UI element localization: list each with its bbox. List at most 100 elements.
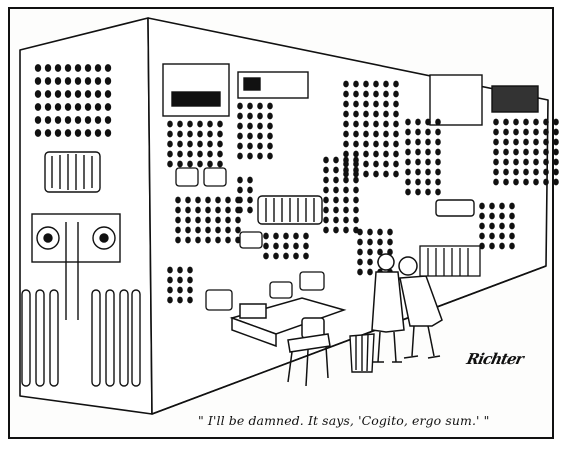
knob — [44, 77, 52, 85]
knob — [54, 90, 62, 98]
waste-basket — [349, 333, 375, 373]
knob — [415, 178, 421, 186]
knob — [367, 258, 373, 266]
knob — [74, 116, 82, 124]
knob — [185, 226, 191, 234]
knob — [84, 116, 92, 124]
knob — [104, 116, 112, 124]
knob — [247, 186, 253, 194]
left-handles — [21, 289, 141, 387]
knob — [435, 128, 441, 136]
knob — [64, 90, 72, 98]
knob — [435, 168, 441, 176]
knob — [215, 226, 221, 234]
knob — [393, 120, 399, 128]
knob — [167, 286, 173, 294]
knob — [343, 90, 349, 98]
knob — [353, 206, 359, 214]
knob — [415, 188, 421, 196]
knob — [217, 140, 223, 148]
knob — [247, 102, 253, 110]
knob — [357, 238, 363, 246]
knob — [237, 142, 243, 150]
knob — [343, 186, 349, 194]
left-reel-panel — [31, 213, 121, 320]
knob — [503, 148, 509, 156]
knob — [415, 148, 421, 156]
knob — [333, 186, 339, 194]
knob — [323, 186, 329, 194]
knob — [54, 64, 62, 72]
knob — [363, 160, 369, 168]
knob — [383, 140, 389, 148]
knob — [54, 103, 62, 111]
knob — [553, 118, 559, 126]
knob — [273, 252, 279, 260]
knob — [357, 258, 363, 266]
knob — [74, 90, 82, 98]
knob — [553, 148, 559, 156]
knob — [425, 188, 431, 196]
knob — [503, 138, 509, 146]
knob — [263, 242, 269, 250]
knob — [353, 216, 359, 224]
hanging-handle — [35, 289, 45, 387]
knob — [323, 166, 329, 174]
knob — [237, 132, 243, 140]
knob — [74, 129, 82, 137]
knob — [177, 276, 183, 284]
knob — [187, 120, 193, 128]
knob — [44, 116, 52, 124]
hanging-handle — [21, 289, 31, 387]
knob — [333, 216, 339, 224]
knob — [167, 266, 173, 274]
knob — [543, 178, 549, 186]
knob — [207, 160, 213, 168]
knob — [177, 286, 183, 294]
knob — [377, 248, 383, 256]
knob — [363, 130, 369, 138]
knob — [215, 236, 221, 244]
knob — [425, 128, 431, 136]
knob — [493, 128, 499, 136]
knob — [425, 178, 431, 186]
knob — [207, 140, 213, 148]
knob — [205, 206, 211, 214]
knob — [217, 130, 223, 138]
knob — [185, 216, 191, 224]
knob — [543, 128, 549, 136]
knob — [323, 206, 329, 214]
knob — [217, 120, 223, 128]
knob — [247, 176, 253, 184]
knob — [405, 158, 411, 166]
knob — [293, 252, 299, 260]
knob — [175, 236, 181, 244]
knob — [493, 158, 499, 166]
knob — [353, 196, 359, 204]
knob — [167, 296, 173, 304]
knob — [177, 130, 183, 138]
knob — [533, 158, 539, 166]
knob — [267, 102, 273, 110]
knob — [425, 138, 431, 146]
knob — [323, 216, 329, 224]
knob — [104, 103, 112, 111]
knob — [303, 232, 309, 240]
knob — [207, 130, 213, 138]
knob — [503, 178, 509, 186]
knob — [393, 90, 399, 98]
knob — [377, 228, 383, 236]
knob — [303, 252, 309, 260]
knob — [543, 138, 549, 146]
knob — [267, 132, 273, 140]
knob — [405, 148, 411, 156]
knob — [84, 77, 92, 85]
knob — [435, 178, 441, 186]
knob — [393, 170, 399, 178]
knob — [283, 232, 289, 240]
knob — [343, 196, 349, 204]
knob — [543, 158, 549, 166]
knob — [237, 152, 243, 160]
knob — [363, 120, 369, 128]
knob — [493, 138, 499, 146]
